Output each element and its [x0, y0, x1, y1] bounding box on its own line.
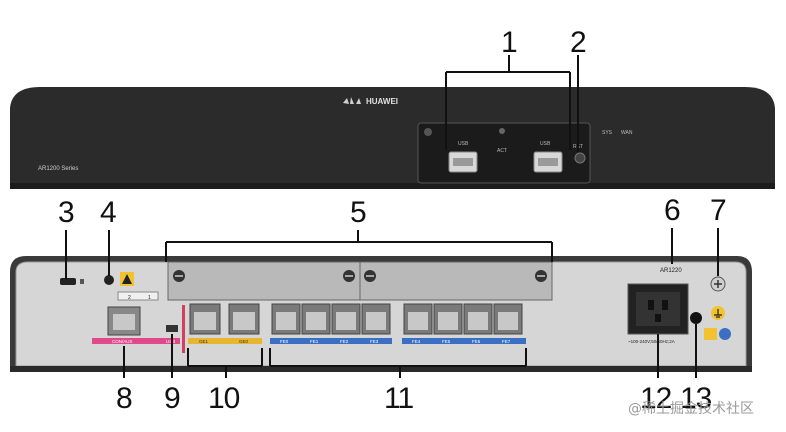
- reset-button[interactable]: [574, 152, 586, 164]
- callout-2: 2: [570, 26, 587, 59]
- fe-label-6: FE6: [472, 339, 481, 344]
- callout-5: 5: [350, 196, 367, 229]
- front-callout-lines: [445, 55, 579, 152]
- security-lock-slot: [60, 278, 76, 285]
- fe-port-labels: FE0 FE1 FE2 FE3 FE4 FE5 FE6 FE7: [280, 339, 511, 344]
- fe-ports: [271, 303, 523, 335]
- fe-label-5: FE5: [442, 339, 451, 344]
- watermark: @稀土掘金技术社区: [628, 401, 754, 417]
- callout-1: 1: [501, 26, 518, 59]
- fe-label-0: FE0: [280, 339, 289, 344]
- act-led: [499, 128, 505, 134]
- front-screw-left: [424, 128, 432, 136]
- warning-icon: [120, 272, 134, 286]
- fe-label-1: FE1: [310, 339, 319, 344]
- usb-label-right: USB: [540, 141, 551, 147]
- callout-8: 8: [116, 382, 133, 415]
- ground-warning-icon: [711, 306, 725, 320]
- esd-info-icon: [719, 328, 731, 340]
- callout-7: 7: [710, 194, 727, 227]
- fe-strip-right: [402, 338, 526, 344]
- slot-number-2: 2: [128, 295, 131, 301]
- callout-12: 12: [640, 382, 672, 415]
- usb-label-left: USB: [458, 141, 469, 147]
- console-strip: [92, 338, 180, 344]
- ge-strip: [188, 338, 262, 344]
- console-label: CON/AUX: [112, 339, 133, 344]
- act-label: ACT: [497, 148, 507, 154]
- ground-screw: [104, 275, 114, 285]
- power-label: ~100-240V;50/60Hz;2A: [628, 339, 675, 344]
- callout-6: 6: [664, 194, 681, 227]
- callout-9: 9: [164, 382, 181, 415]
- fe-label-7: FE7: [502, 339, 511, 344]
- power-cord-clip: [690, 312, 702, 324]
- esd-warning-icon: [704, 328, 717, 340]
- callout-3: 3: [58, 196, 75, 229]
- callout-4: 4: [100, 196, 117, 229]
- huawei-logo-icon: [343, 97, 361, 104]
- rear-callout-lines: [65, 228, 719, 378]
- wan-label: WAN: [621, 130, 633, 136]
- interface-card-slot-2: [167, 261, 361, 301]
- interface-card-slot-1: [359, 261, 553, 301]
- mini-usb-label: USB: [166, 339, 175, 344]
- callout-10: 10: [208, 382, 240, 415]
- fe-strip-left: [270, 338, 392, 344]
- model-series-label: AR1200 Series: [38, 166, 78, 172]
- mini-usb-port[interactable]: [166, 325, 178, 332]
- callout-13: 13: [680, 382, 712, 415]
- ge-port-0-label: GE0: [239, 339, 249, 344]
- brand-label: HUAWEI: [366, 97, 398, 106]
- rear-panel: 2 1 CON/AUX USB GE1 GE0: [10, 256, 752, 372]
- front-panel: HUAWEI AR1200 Series ACT USB USB RST SYS…: [10, 87, 775, 189]
- model-label: AR1220: [660, 268, 682, 274]
- fe-label-4: FE4: [412, 339, 421, 344]
- fe-label-2: FE2: [340, 339, 349, 344]
- fe-label-3: FE3: [370, 339, 379, 344]
- callout-11: 11: [384, 382, 414, 415]
- sys-label: SYS: [602, 130, 613, 136]
- ge-port-1-label: GE1: [199, 339, 209, 344]
- slot-number-1: 1: [148, 295, 151, 301]
